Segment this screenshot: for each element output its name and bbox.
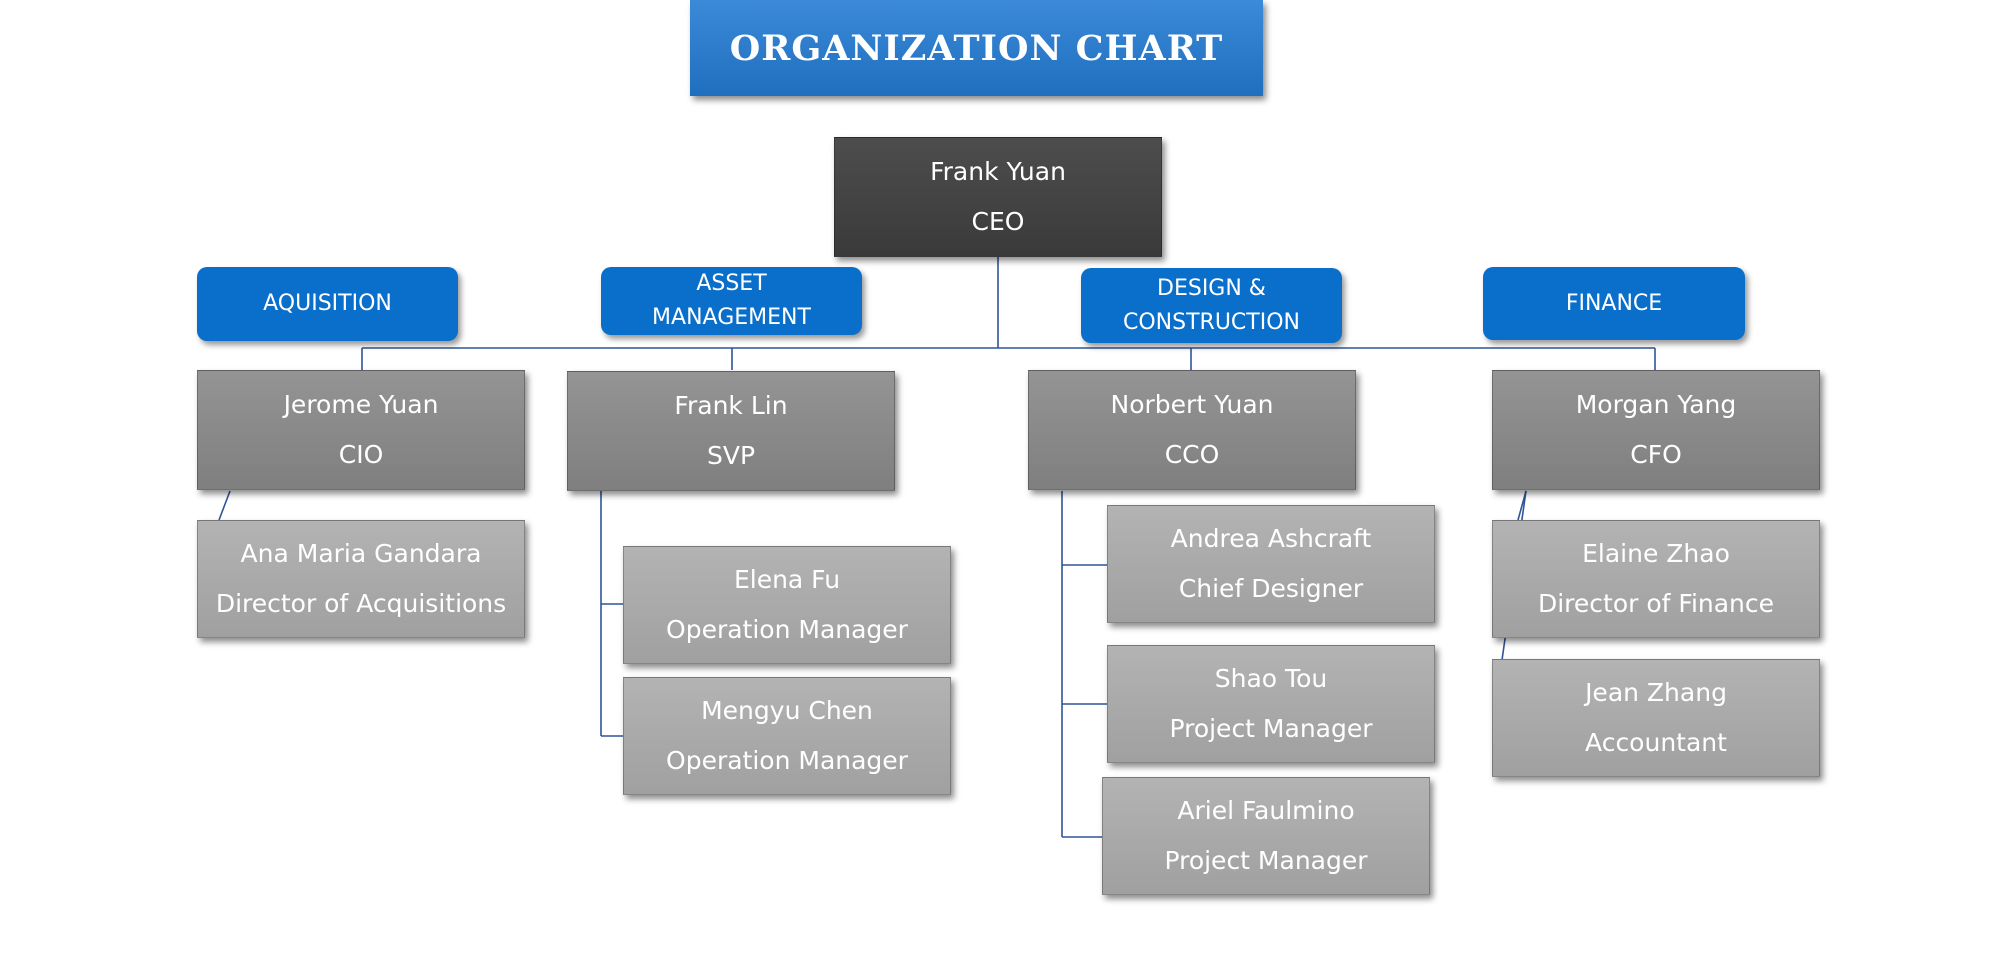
head-box-cco: Norbert Yuan CCO bbox=[1028, 370, 1356, 490]
staff-role: Project Manager bbox=[1164, 846, 1368, 875]
staff-role: Project Manager bbox=[1169, 714, 1373, 743]
head-box-cio: Jerome Yuan CIO bbox=[197, 370, 525, 490]
head-name: Frank Lin bbox=[674, 391, 788, 420]
head-box-cfo: Morgan Yang CFO bbox=[1492, 370, 1820, 490]
staff-box: Ariel Faulmino Project Manager bbox=[1102, 777, 1430, 895]
dept-label-text: ASSET bbox=[696, 271, 767, 296]
staff-name: Mengyu Chen bbox=[701, 696, 873, 725]
staff-box: Elena Fu Operation Manager bbox=[623, 546, 951, 664]
staff-box: Ana Maria Gandara Director of Acquisitio… bbox=[197, 520, 525, 638]
dept-label-acquisition: AQUISITION bbox=[197, 267, 458, 341]
dept-label-text: DESIGN & bbox=[1157, 275, 1266, 301]
dept-label-text: MANAGEMENT bbox=[652, 305, 811, 330]
head-role: SVP bbox=[706, 441, 756, 470]
staff-box: Andrea Ashcraft Chief Designer bbox=[1107, 505, 1435, 623]
staff-name: Shao Tou bbox=[1214, 664, 1328, 693]
staff-role: Director of Finance bbox=[1537, 589, 1775, 618]
staff-box: Jean Zhang Accountant bbox=[1492, 659, 1820, 777]
staff-name: Andrea Ashcraft bbox=[1170, 524, 1372, 553]
ceo-box: Frank Yuan CEO bbox=[834, 137, 1162, 257]
staff-role: Operation Manager bbox=[666, 615, 908, 644]
staff-box: Elaine Zhao Director of Finance bbox=[1492, 520, 1820, 638]
head-name: Jerome Yuan bbox=[283, 390, 439, 419]
dept-label-text: FINANCE bbox=[1565, 290, 1663, 316]
chart-title: ORGANIZATION CHART bbox=[729, 27, 1224, 69]
head-role: CCO bbox=[1164, 440, 1220, 469]
head-box-svp: Frank Lin SVP bbox=[567, 371, 895, 491]
head-role: CIO bbox=[338, 440, 384, 469]
head-name: Morgan Yang bbox=[1575, 390, 1737, 419]
staff-role: Director of Acquisitions bbox=[215, 589, 507, 618]
staff-role: Operation Manager bbox=[666, 746, 908, 775]
dept-label-text: CONSTRUCTION bbox=[1123, 309, 1300, 335]
staff-name: Jean Zhang bbox=[1585, 678, 1727, 707]
ceo-role: CEO bbox=[971, 207, 1025, 236]
staff-name: Elena Fu bbox=[733, 565, 841, 594]
dept-label-asset-management: ASSET MANAGEMENT bbox=[601, 267, 862, 335]
staff-box: Shao Tou Project Manager bbox=[1107, 645, 1435, 763]
staff-box: Mengyu Chen Operation Manager bbox=[623, 677, 951, 795]
head-role: CFO bbox=[1630, 440, 1682, 469]
staff-name: Ana Maria Gandara bbox=[240, 539, 482, 568]
ceo-name: Frank Yuan bbox=[930, 157, 1066, 186]
title-banner: ORGANIZATION CHART bbox=[690, 0, 1263, 96]
staff-role: Accountant bbox=[1585, 728, 1727, 757]
staff-name: Elaine Zhao bbox=[1582, 539, 1730, 568]
dept-label-text: AQUISITION bbox=[263, 291, 392, 316]
connector-cio-staff bbox=[218, 490, 231, 521]
head-name: Norbert Yuan bbox=[1110, 390, 1274, 419]
dept-label-finance: FINANCE bbox=[1483, 267, 1745, 340]
staff-name: Ariel Faulmino bbox=[1177, 796, 1355, 825]
dept-label-design-construction: DESIGN & CONSTRUCTION bbox=[1081, 268, 1342, 343]
staff-role: Chief Designer bbox=[1178, 574, 1364, 603]
